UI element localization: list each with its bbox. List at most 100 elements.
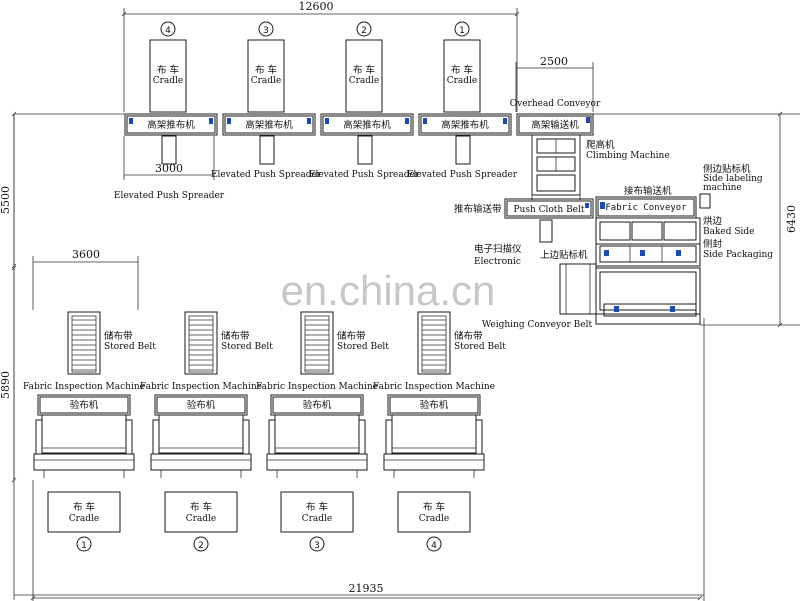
- electronic-label-cn: 电子扫描仪: [474, 243, 522, 255]
- cradle-label-en: Cradle: [186, 514, 217, 524]
- dimension-spreader-width: 3000: [123, 136, 215, 180]
- inspection-label-en: Fabric Inspection Machine: [23, 382, 145, 392]
- dimension-top-width-label: 12600: [299, 0, 334, 13]
- push-belt-label-en: Push Cloth Belt: [513, 205, 584, 215]
- dimension-overhead-width-label: 2500: [540, 55, 568, 68]
- stored-belt-label-cn: 储布带: [104, 330, 133, 342]
- stored-belt-label-en: Stored Belt: [454, 342, 506, 352]
- cradle-label-en: Cradle: [69, 514, 100, 524]
- cradle-label-cn: 布 车: [423, 501, 445, 513]
- dimension-left-lower-label: 5890: [0, 371, 12, 399]
- dimension-right-height-label: 6430: [785, 205, 798, 233]
- electronic-scanner: 电子扫描仪 Electronic 上边贴标机: [474, 219, 588, 267]
- inspection-label-cn: 验布机: [303, 399, 332, 411]
- stored-belt-label-en: Stored Belt: [104, 342, 156, 352]
- room-outline: [13, 113, 800, 601]
- spreader-label-cn: 高架推布机: [245, 119, 293, 131]
- baked-side-label-en: Baked Side: [703, 227, 755, 237]
- stored-belt-label-cn: 储布带: [221, 330, 250, 342]
- cradle-label-cn: 布 车: [306, 501, 328, 513]
- side-labeling-label-cn: 侧边贴标机: [703, 163, 751, 175]
- cradle-label-cn: 布 车: [73, 501, 95, 513]
- cradle-label-en: Cradle: [447, 76, 478, 86]
- fabric-conveyor-label-en: Fabric Conveyor: [605, 203, 687, 213]
- inspection-label-cn: 验布机: [187, 399, 216, 411]
- station-number: 4: [431, 541, 437, 551]
- cradle-label-en: Cradle: [419, 514, 450, 524]
- overhead-conveyor-label-en: Overhead Conveyor: [510, 99, 601, 109]
- climbing-machine-label-en: Climbing Machine: [586, 151, 670, 161]
- baked-side-label-cn: 烘边: [703, 215, 723, 227]
- climbing-machine: 爬高机 Climbing Machine: [531, 134, 670, 200]
- inspection-label-en: Fabric Inspection Machine: [256, 382, 378, 392]
- cradle-label-cn: 布 车: [190, 501, 212, 513]
- inspection-label-en: Fabric Inspection Machine: [140, 382, 262, 392]
- side-labeling-label-en1: Side labeling: [703, 174, 763, 184]
- spreader-label-en: Elevated Push Spreader: [309, 170, 420, 180]
- packaging-machinery: 烘边 Baked Side 侧封 Side Packaging: [595, 215, 773, 325]
- cradle-label-en: Cradle: [251, 76, 282, 86]
- overhead-conveyor-label-cn: 高架输送机: [531, 119, 579, 131]
- cradle-label-en: Cradle: [153, 76, 184, 86]
- cradle-label-cn: 布 车: [451, 64, 473, 76]
- side-labeling-machine: 侧边贴标机 Side labeling machine: [699, 163, 763, 209]
- station-number: 1: [81, 541, 87, 551]
- dimension-left-lower: 5890: [0, 265, 17, 483]
- stored-belt-label-cn: 储布带: [337, 330, 366, 342]
- dimension-left-upper-label: 5500: [0, 186, 12, 214]
- inspection-label-en: Fabric Inspection Machine: [373, 382, 495, 392]
- upper-labeling-label-cn: 上边贴标机: [540, 249, 588, 261]
- push-belt-label-cn: 推布输送带: [454, 203, 502, 215]
- side-packaging-label-en: Side Packaging: [703, 250, 773, 260]
- station-number: 4: [165, 26, 171, 36]
- push-cloth-belt: 推布输送带 Push Cloth Belt: [454, 198, 594, 219]
- cradle-label-cn: 布 车: [353, 64, 375, 76]
- spreader-label-cn: 高架推布机: [343, 119, 391, 131]
- cradle-label-cn: 布 车: [157, 64, 179, 76]
- dimension-top-width: 12600: [121, 0, 520, 112]
- electronic-label-en: Electronic: [474, 257, 521, 267]
- station-number: 1: [459, 26, 465, 36]
- dimension-left-upper: 5500: [0, 111, 17, 269]
- station-number: 2: [361, 26, 367, 36]
- dimension-stored-width: 3600: [32, 248, 139, 310]
- station-number: 3: [314, 541, 320, 551]
- station-number: 2: [198, 541, 204, 551]
- dimension-bottom-width-label: 21935: [349, 582, 384, 595]
- spreader-label-cn: 高架推布机: [441, 119, 489, 131]
- station-number: 3: [263, 26, 269, 36]
- fabric-conveyor-label-cn: 接布输送机: [624, 185, 672, 197]
- cradle-label-en: Cradle: [349, 76, 380, 86]
- inspection-label-cn: 验布机: [420, 399, 449, 411]
- weighing-conveyor-belt: Weighing Conveyor Belt: [482, 263, 597, 330]
- watermark: en.china.cn: [281, 267, 496, 314]
- dimension-bottom-width: 21935: [30, 480, 703, 601]
- spreader-label-en: Elevated Push Spreader: [407, 170, 518, 180]
- spreader-label-cn: 高架推布机: [147, 119, 195, 131]
- stored-belt-label-en: Stored Belt: [337, 342, 389, 352]
- weighing-label-en: Weighing Conveyor Belt: [482, 320, 593, 330]
- climbing-machine-label-cn: 爬高机: [586, 139, 615, 151]
- inspection-label-cn: 验布机: [70, 399, 99, 411]
- fabric-conveyor: 接布输送机 Fabric Conveyor: [595, 185, 697, 219]
- dimension-overhead-width: 2500: [515, 55, 594, 112]
- stored-belt-label-cn: 储布带: [454, 330, 483, 342]
- dimension-right-height: 6430: [777, 111, 798, 328]
- side-packaging-label-cn: 侧封: [703, 238, 723, 250]
- side-labeling-label-en2: machine: [703, 183, 742, 193]
- stored-belt-label-en: Stored Belt: [221, 342, 273, 352]
- dimension-stored-width-label: 3600: [72, 248, 100, 261]
- spreader-label-en: Elevated Push Spreader: [114, 191, 225, 201]
- cradle-label-en: Cradle: [302, 514, 333, 524]
